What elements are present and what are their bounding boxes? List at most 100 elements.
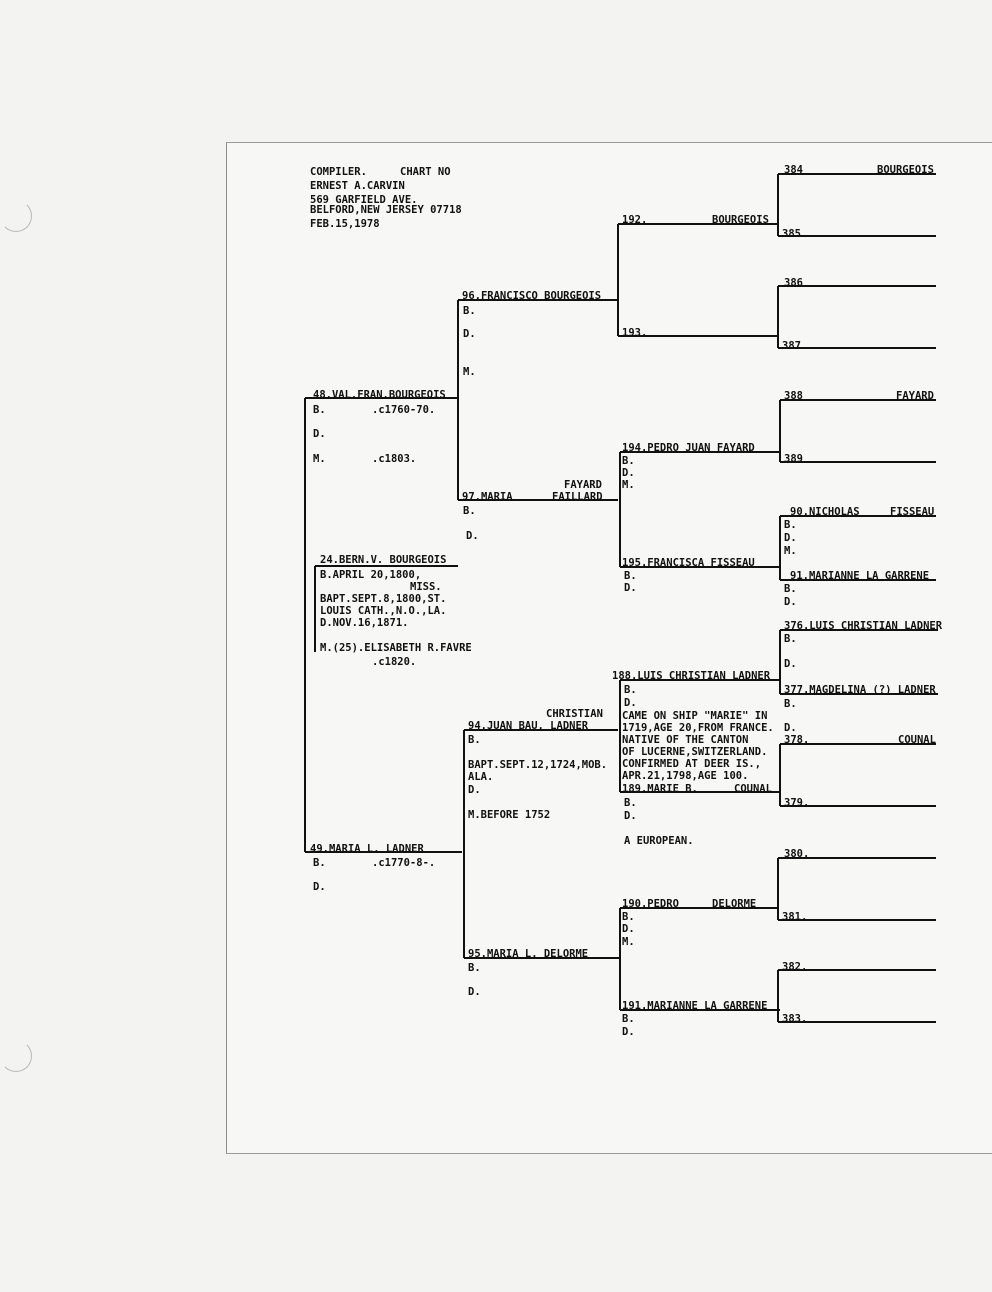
person-49-death: D. (313, 881, 326, 893)
person-377-birth: B. (784, 698, 797, 710)
compiler-label: COMPILER. (310, 166, 367, 178)
person-24-bapt-1: BAPT.SEPT.8,1800,ST. (320, 593, 447, 605)
person-380-name: 380. (784, 848, 810, 860)
person-48-birth: B. (313, 404, 326, 416)
person-24-birth-place: MISS. (410, 581, 442, 593)
person-377-name: 377.MAGDELINA (?) LADNER (784, 684, 936, 696)
person-194-marriage: M. (622, 479, 635, 491)
person-377-death: D. (784, 722, 797, 734)
person-188-birth: B. (624, 684, 637, 696)
person-189-name: 189.MARIE B. (622, 783, 698, 795)
person-390-surname: FISSEAU (890, 506, 935, 518)
person-389-name: 389 (784, 453, 803, 465)
person-379-name: 379. (784, 797, 810, 809)
person-195-death: D. (624, 582, 637, 594)
person-378-name: 378. (784, 734, 810, 746)
person-49-name: 49.MARIA L. LADNER (310, 843, 424, 855)
person-189-note: A EUROPEAN. (624, 835, 694, 847)
person-383-name: 383. (782, 1013, 808, 1025)
person-391-birth: B. (784, 583, 797, 595)
person-24-marriage: M.(25).ELISABETH R.FAVRE (320, 642, 472, 654)
person-97-death: D. (466, 530, 479, 542)
person-189-birth: B. (624, 797, 637, 809)
person-386-name: 386 (784, 277, 803, 289)
person-390-name: 90.NICHOLAS (790, 506, 860, 518)
person-191-birth: B. (622, 1013, 635, 1025)
person-382-name: 382. (782, 961, 808, 973)
person-376-name: 376.LUIS CHRISTIAN LADNER (784, 620, 943, 632)
person-390-birth: B. (784, 519, 797, 531)
person-385-name: 385 (782, 228, 801, 240)
person-96-marriage: M. (463, 366, 476, 378)
person-94-name: 94.JUAN BAU. LADNER (468, 720, 589, 732)
person-24-name: 24.BERN.V. BOURGEOIS (320, 554, 447, 566)
person-48-death: D. (313, 428, 326, 440)
person-96-name: 96.FRANCISCO BOURGEOIS (462, 290, 602, 302)
spouse-birth: .c1820. (372, 656, 417, 668)
person-388-name: 388 (784, 390, 803, 402)
punch-hole-top (0, 200, 32, 232)
person-94-birth: B. (468, 734, 481, 746)
person-94-marriage: M.BEFORE 1752 (468, 809, 551, 821)
person-48-birth-date: .c1760-70. (372, 404, 436, 416)
compiler-street: 569 GARFIELD AVE. (310, 194, 418, 206)
person-95-birth: B. (468, 962, 481, 974)
person-191-death: D. (622, 1026, 635, 1038)
person-194-death: D. (622, 467, 635, 479)
person-188-name: 188.LUIS CHRISTIAN LADNER (612, 670, 771, 682)
person-391-name: 91.MARIANNE LA GARRENE (790, 570, 930, 582)
person-97-name: 97.MARIA (462, 491, 513, 503)
person-188-note-2: 1719,AGE 20,FROM FRANCE. (622, 722, 774, 734)
person-387-name: 387 (782, 340, 801, 352)
person-188-note-3: NATIVE OF THE CANTON (622, 734, 749, 746)
person-24-death: D.NOV.16,1871. (320, 617, 409, 629)
person-192-surname: BOURGEOIS (712, 214, 769, 226)
chart-sheet (226, 142, 992, 1154)
person-381-name: 381. (782, 911, 808, 923)
compiler-city: BELFORD,NEW JERSEY 07718 (310, 204, 462, 216)
person-191-name: 191.MARIANNE LA GARRENE (622, 1000, 768, 1012)
person-384-surname: BOURGEOIS (877, 164, 934, 176)
compiler-name: ERNEST A.CARVIN (310, 180, 405, 192)
person-391-death: D. (784, 596, 797, 608)
person-24-bapt-2: LOUIS CATH.,N.O.,LA. (320, 605, 447, 617)
person-49-birth-date: .c1770-8-. (372, 857, 436, 869)
person-378-surname: COUNAL (898, 734, 936, 746)
person-95-name: 95.MARIA L. DELORME (468, 948, 589, 960)
person-194-name: 194.PEDRO JUAN FAYARD (622, 442, 755, 454)
person-97-surname: FAILLARD (552, 491, 603, 503)
person-188-note-5: CONFIRMED AT DEER IS., (622, 758, 762, 770)
person-188-note-1: CAME ON SHIP "MARIE" IN (622, 710, 768, 722)
person-190-marriage: M. (622, 936, 635, 948)
person-384-name: 384 (784, 164, 803, 176)
person-388-surname: FAYARD (896, 390, 934, 402)
person-189-surname: COUNAL (734, 783, 772, 795)
person-95-death: D. (468, 986, 481, 998)
person-48-marriage: M. (313, 453, 326, 465)
person-97-birth: B. (463, 505, 476, 517)
person-94-bapt-place: ALA. (468, 771, 494, 783)
person-24-birth: B.APRIL 20,1800, (320, 569, 422, 581)
person-190-name: 190.PEDRO (622, 898, 679, 910)
person-390-marriage: M. (784, 545, 797, 557)
chart-no-label: CHART NO (400, 166, 451, 178)
person-190-birth: B. (622, 911, 635, 923)
person-190-surname: DELORME (712, 898, 757, 910)
person-94-alt-name: CHRISTIAN (546, 708, 603, 720)
person-376-birth: B. (784, 633, 797, 645)
person-96-birth: B. (463, 305, 476, 317)
person-48-marriage-date: .c1803. (372, 453, 417, 465)
punch-hole-bottom (0, 1040, 32, 1072)
person-188-note-6: APR.21,1798,AGE 100. (622, 770, 749, 782)
person-188-note-4: OF LUCERNE,SWITZERLAND. (622, 746, 768, 758)
person-195-name: 195.FRANCISCA FISSEAU (622, 557, 755, 569)
person-390-death: D. (784, 532, 797, 544)
person-192-name: 192. (622, 214, 648, 226)
person-188-death: D. (624, 697, 637, 709)
person-94-death: D. (468, 784, 481, 796)
person-193-name: 193. (622, 327, 648, 339)
person-189-death: D. (624, 810, 637, 822)
person-194-birth: B. (622, 455, 635, 467)
person-94-bapt: BAPT.SEPT.12,1724,MOB. (468, 759, 608, 771)
